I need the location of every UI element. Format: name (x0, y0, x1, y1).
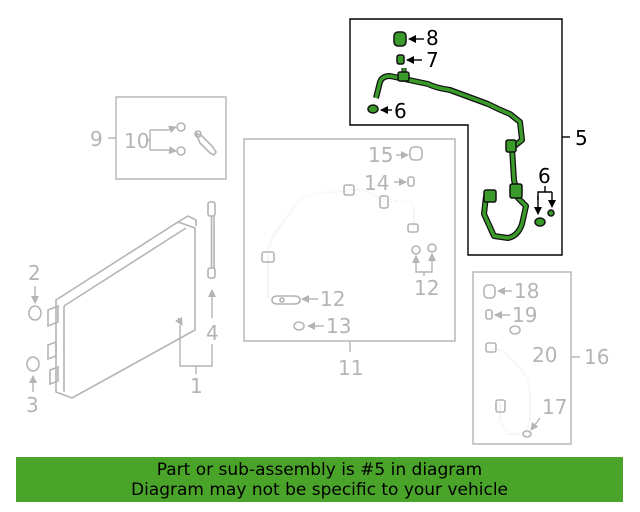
callout-2[interactable]: 2 (28, 261, 41, 285)
callout-18[interactable]: 18 (514, 279, 539, 303)
cap-part-15[interactable] (409, 146, 423, 161)
tube-part-16[interactable] (485, 342, 531, 435)
callout-6a[interactable]: 6 (394, 99, 407, 123)
washer-part-13[interactable] (293, 321, 305, 331)
callout-17[interactable]: 17 (542, 395, 567, 419)
callout-13[interactable]: 13 (326, 314, 351, 338)
callout-12b[interactable]: 12 (414, 276, 439, 300)
valve-part-19[interactable] (485, 309, 493, 320)
callout-12a[interactable]: 12 (320, 287, 345, 311)
callout-6b[interactable]: 6 (538, 164, 551, 188)
callout-3[interactable]: 3 (26, 393, 39, 417)
callout-10[interactable]: 10 (124, 129, 149, 153)
callout-19[interactable]: 19 (512, 303, 537, 327)
group-5-box[interactable] (349, 18, 570, 256)
callout-1[interactable]: 1 (190, 374, 203, 398)
callout-11[interactable]: 11 (338, 356, 363, 380)
group-16-box[interactable] (472, 271, 580, 445)
callout-15[interactable]: 15 (368, 143, 393, 167)
orings-part-12b[interactable] (411, 243, 437, 255)
dryer-part-4[interactable] (207, 201, 216, 279)
callout-8[interactable]: 8 (426, 26, 439, 50)
callout-7[interactable]: 7 (426, 48, 439, 72)
tube-part-11[interactable] (261, 184, 419, 298)
cap-part-2[interactable] (28, 305, 42, 321)
washer-part-20[interactable] (509, 325, 521, 335)
sensor-part-9[interactable] (194, 130, 217, 157)
washer-part-6a[interactable] (367, 104, 379, 114)
callout-9[interactable]: 9 (90, 127, 103, 151)
orings-part-10[interactable] (176, 122, 186, 156)
group-9-box[interactable] (108, 96, 227, 180)
banner-line-2: Diagram may not be specific to your vehi… (130, 480, 508, 500)
orings-part-6b[interactable] (534, 209, 555, 227)
valve-part-7[interactable] (396, 54, 405, 65)
group-11-box[interactable] (243, 138, 456, 352)
callout-14[interactable]: 14 (364, 171, 389, 195)
cap-part-8[interactable] (393, 31, 407, 47)
gasket-part-12a[interactable] (271, 295, 301, 305)
tube-part-5[interactable] (373, 68, 529, 241)
info-banner: Part or sub-assembly is #5 in diagram Di… (16, 457, 623, 502)
callout-4[interactable]: 4 (206, 321, 219, 345)
banner-line-1: Part or sub-assembly is #5 in diagram (156, 460, 483, 480)
oring-part-17[interactable] (522, 430, 532, 438)
callout-16[interactable]: 16 (584, 345, 609, 369)
cap-part-3[interactable] (26, 356, 40, 372)
valve-part-14[interactable] (407, 176, 415, 187)
callout-20[interactable]: 20 (532, 343, 557, 367)
condenser-part-1[interactable] (47, 215, 197, 399)
callout-5[interactable]: 5 (575, 126, 588, 150)
cap-part-18[interactable] (483, 284, 496, 299)
